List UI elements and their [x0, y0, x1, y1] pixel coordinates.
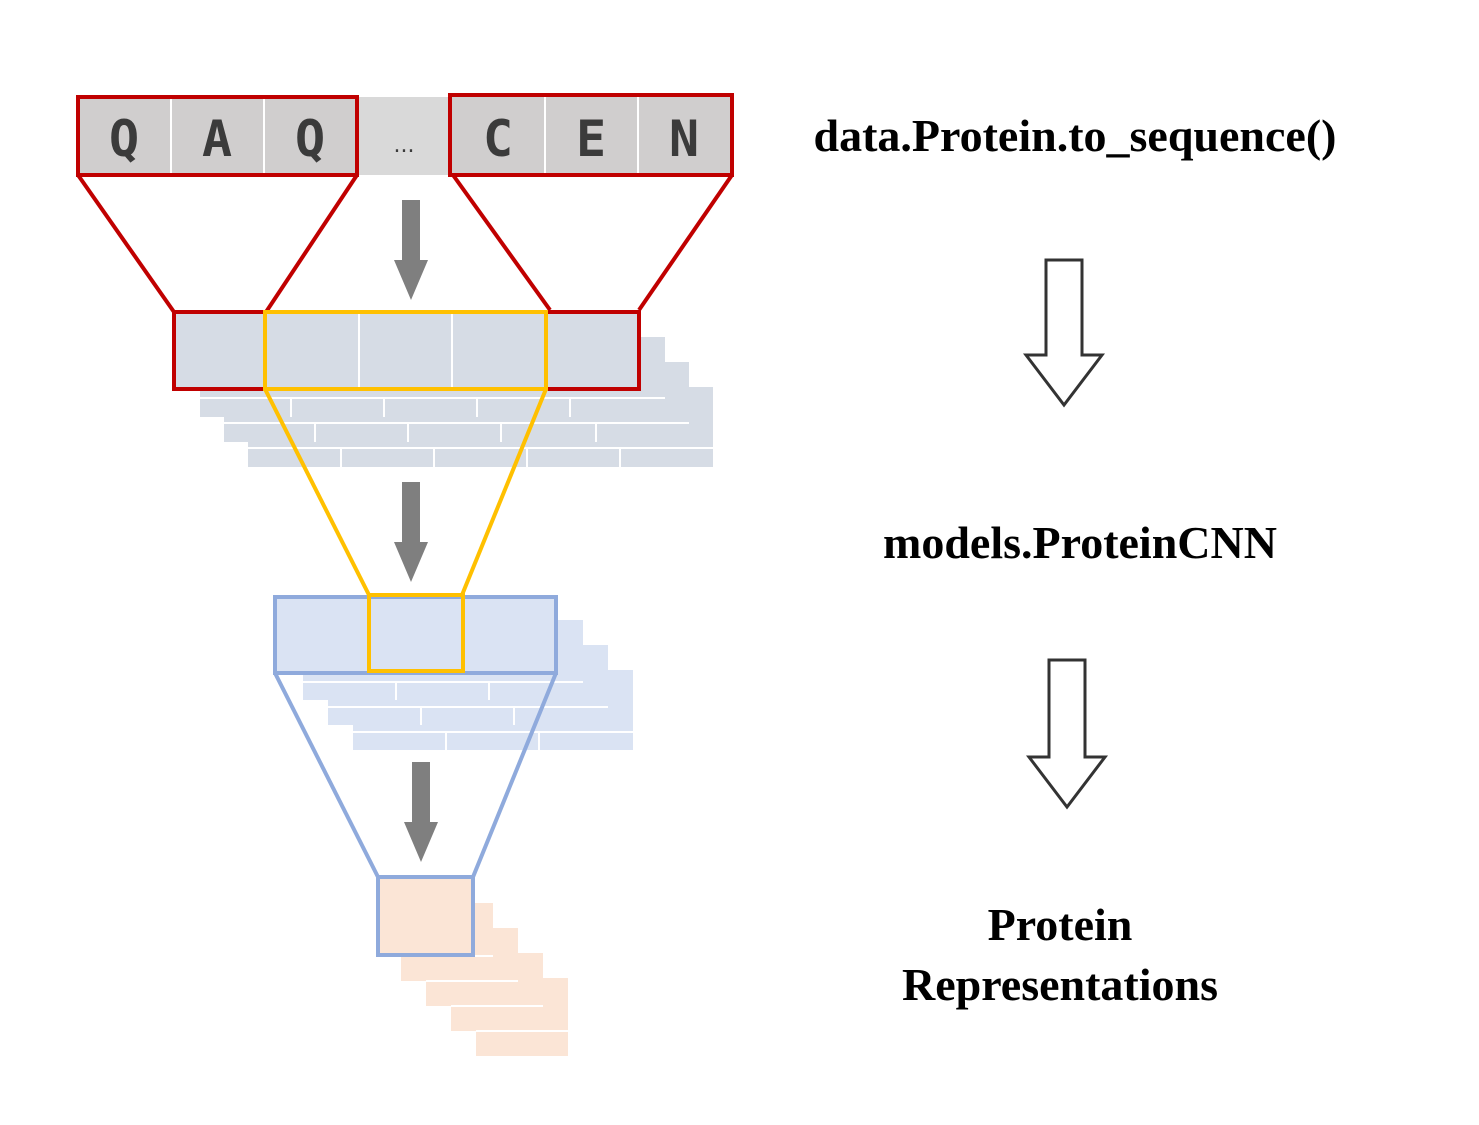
- residue-n: N: [669, 110, 699, 168]
- step-label-to-sequence: data.Protein.to_sequence(): [813, 110, 1337, 161]
- residue-a: A: [202, 110, 232, 168]
- layer2-feature-maps: [273, 593, 633, 750]
- step-label-protein-cnn: models.ProteinCNN: [883, 517, 1277, 568]
- output-front: [378, 877, 473, 955]
- down-arrow-icon: [404, 762, 438, 862]
- sequence-ellipsis: ...: [394, 133, 415, 158]
- kernel-window-left: [76, 95, 359, 177]
- output-representations: [376, 875, 568, 1056]
- down-arrow-icon: [394, 482, 428, 582]
- feature-map-front: [275, 597, 556, 673]
- kernel-window-right: [448, 93, 734, 177]
- step-label-representations: Protein Representations: [850, 895, 1270, 1015]
- output-label-line1: Protein: [987, 899, 1133, 950]
- input-sequence: Q A Q ... C E N: [76, 93, 734, 177]
- kernel-projection-blue: [273, 672, 558, 878]
- kernel-projection-yellow: [263, 388, 548, 596]
- layer1-feature-maps: [172, 310, 713, 467]
- sequence-cell-dividers: [170, 97, 639, 175]
- residue-q2: Q: [295, 110, 325, 168]
- residue-q1: Q: [109, 110, 139, 168]
- feature-map-back-3: [353, 670, 633, 750]
- kernel-projection-red: [76, 173, 734, 314]
- outline-down-arrow-icon: [1025, 658, 1109, 810]
- yellow-kernel-target: [367, 593, 465, 673]
- outline-down-arrow-icon: [1022, 258, 1106, 408]
- output-label-line2: Representations: [901, 959, 1219, 1010]
- output-frame: [376, 875, 475, 957]
- feature-map-front: [174, 312, 639, 389]
- residue-c: C: [483, 110, 513, 168]
- kernel-window-yellow: [263, 310, 548, 391]
- sequence-gap-cell: [357, 97, 450, 175]
- output-back-4: [476, 978, 568, 1056]
- down-arrow-icon: [394, 200, 428, 300]
- residue-e: E: [576, 110, 606, 168]
- feature-map-back-3: [248, 387, 713, 467]
